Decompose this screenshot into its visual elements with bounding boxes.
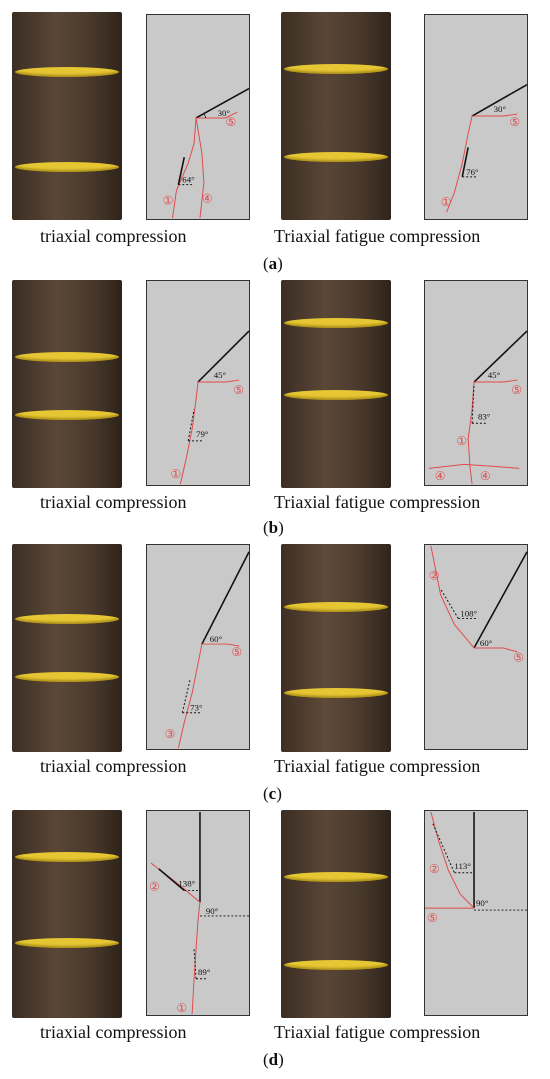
rock-specimen-photo-c-right bbox=[281, 544, 391, 752]
crack-number-label: ② bbox=[149, 880, 160, 893]
caption-left: triaxial compression bbox=[40, 492, 187, 512]
crack-sketch-c-right: 60° 108° ⑤ ② bbox=[424, 544, 528, 750]
crack-sketch-d-left: 138° 90° 89° ② ① bbox=[146, 810, 250, 1016]
subfigure-label: (b) bbox=[263, 518, 284, 537]
crack-number-label: ① bbox=[456, 435, 467, 448]
crack-number-label: ② bbox=[429, 863, 440, 876]
crack-sketch-a-left: 30° 64° ⑤ ① ④ bbox=[146, 14, 250, 220]
angle-label: 64° bbox=[182, 175, 195, 185]
angle-label: 76° bbox=[466, 167, 479, 177]
crack-number-label: ⑤ bbox=[225, 116, 236, 129]
crack-sketch-c-left: 60° 73° ⑤ ③ bbox=[146, 544, 250, 750]
crack-number-label: ⑤ bbox=[231, 646, 242, 659]
caption-right: Triaxial fatigue compression bbox=[274, 226, 481, 246]
crack-sketch-b-right: 45° 83° ⑤ ① ④ ④ bbox=[424, 280, 528, 486]
angle-label: 90° bbox=[476, 898, 489, 908]
caption-right: Triaxial fatigue compression bbox=[274, 1022, 481, 1042]
angle-label: 73° bbox=[190, 703, 203, 713]
crack-number-label: ③ bbox=[165, 728, 176, 741]
crack-sketch-d-right: 90° 113° ② ⑤ bbox=[424, 810, 528, 1016]
crack-sketch-b-left: 45° 79° ⑤ ① bbox=[146, 280, 250, 486]
crack-number-label: ① bbox=[176, 1002, 187, 1015]
angle-label: 108° bbox=[460, 609, 477, 619]
rock-specimen-photo-d-right bbox=[281, 810, 391, 1018]
rock-specimen-photo-b-right bbox=[281, 280, 391, 488]
angle-label: 83° bbox=[478, 411, 491, 421]
crack-number-label: ④ bbox=[480, 470, 491, 483]
angle-label: 113° bbox=[454, 861, 471, 871]
crack-number-label: ② bbox=[429, 569, 440, 582]
angle-label: 30° bbox=[494, 104, 507, 114]
crack-number-label: ④ bbox=[202, 192, 213, 205]
crack-number-label: ① bbox=[163, 194, 174, 207]
angle-label: 60° bbox=[480, 638, 493, 648]
subfigure-label: (a) bbox=[263, 254, 283, 273]
rock-specimen-photo-a-left bbox=[12, 12, 122, 220]
angle-label: 138° bbox=[178, 879, 195, 889]
angle-label: 60° bbox=[210, 634, 223, 644]
crack-number-label: ⑤ bbox=[513, 652, 524, 665]
angle-label: 30° bbox=[218, 108, 231, 118]
crack-sketch-a-right: 30° 76° ⑤ ① bbox=[424, 14, 528, 220]
rock-specimen-photo-d-left bbox=[12, 810, 122, 1018]
crack-number-label: ① bbox=[171, 468, 182, 481]
rock-specimen-photo-a-right bbox=[281, 12, 391, 220]
crack-number-label: ⑤ bbox=[427, 912, 438, 925]
crack-number-label: ⑤ bbox=[233, 384, 244, 397]
crack-number-label: ⑤ bbox=[511, 384, 522, 397]
angle-label: 45° bbox=[488, 370, 501, 380]
crack-number-label: ⑤ bbox=[509, 116, 520, 129]
subfigure-label: (d) bbox=[263, 1050, 284, 1069]
crack-number-label: ④ bbox=[435, 470, 446, 483]
caption-left: triaxial compression bbox=[40, 756, 187, 776]
subfigure-label: (c) bbox=[263, 784, 282, 803]
angle-label: 89° bbox=[198, 967, 211, 977]
crack-number-label: ① bbox=[441, 196, 452, 209]
caption-left: triaxial compression bbox=[40, 1022, 187, 1042]
angle-label: 79° bbox=[196, 429, 209, 439]
angle-label: 90° bbox=[206, 906, 219, 916]
rock-specimen-photo-b-left bbox=[12, 280, 122, 488]
rock-specimen-photo-c-left bbox=[12, 544, 122, 752]
angle-label: 45° bbox=[214, 370, 227, 380]
caption-left: triaxial compression bbox=[40, 226, 187, 246]
caption-right: Triaxial fatigue compression bbox=[274, 756, 481, 776]
caption-right: Triaxial fatigue compression bbox=[274, 492, 481, 512]
